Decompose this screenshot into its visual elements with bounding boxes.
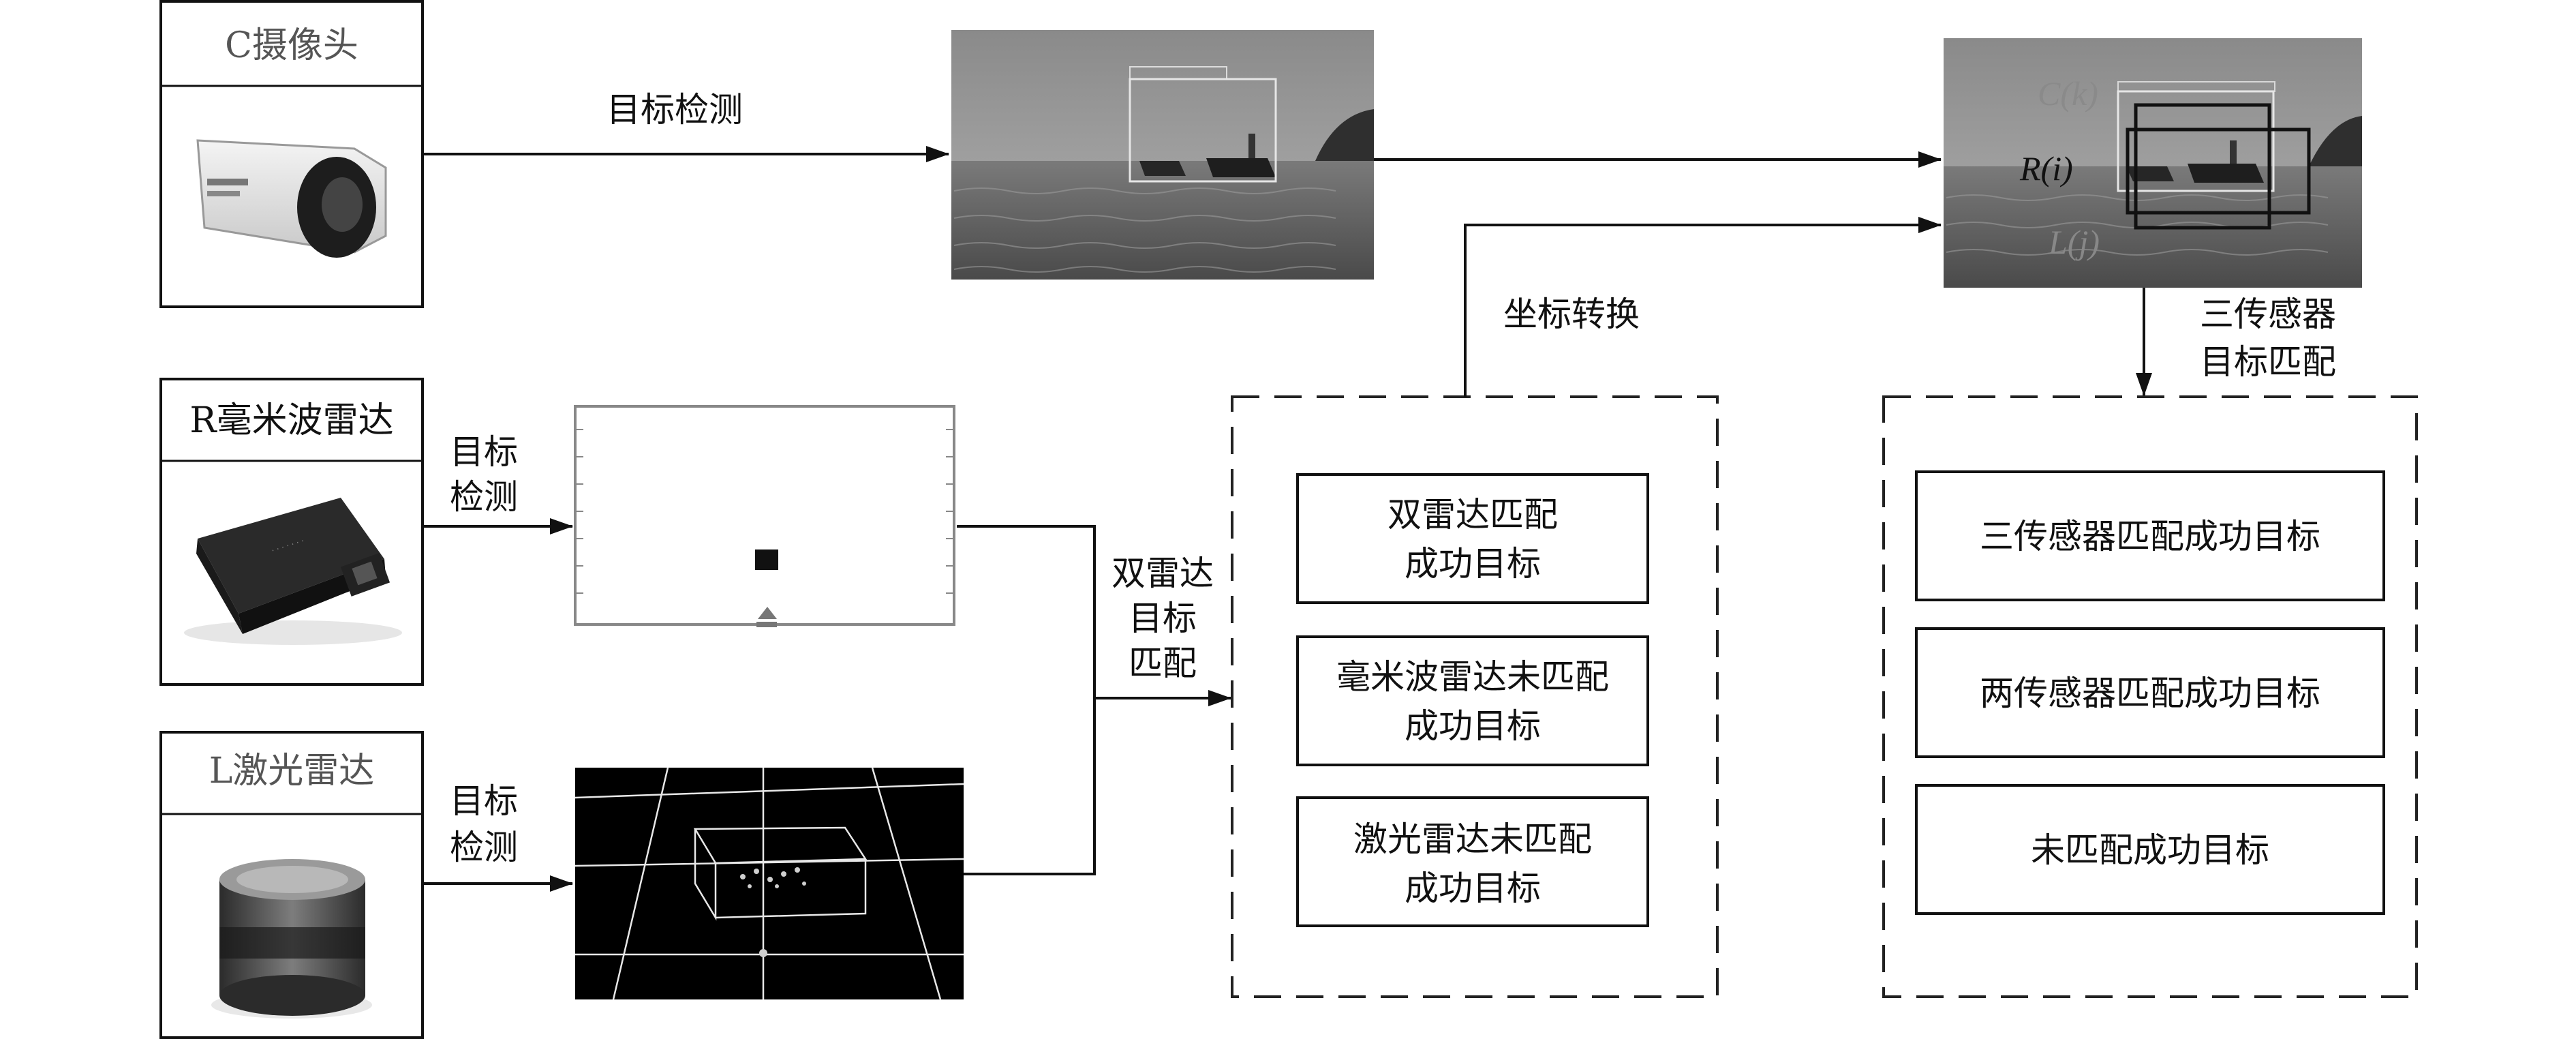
- tri-match-label-line2: 目标匹配: [2200, 342, 2336, 382]
- tri-sensor-result-group: 三传感器匹配成功目标 两传感器匹配成功目标 未匹配成功目标: [1882, 395, 2418, 998]
- radar-detect-label-line2: 检测: [450, 477, 518, 517]
- lidar-sensor-box: L激光雷达: [159, 731, 424, 1039]
- dual-match-label-line1: 双雷达: [1111, 554, 1214, 593]
- coord-transform-arrow: [1464, 217, 1942, 397]
- tri-match-label-line1: 三传感器: [2200, 295, 2336, 334]
- tri-sensor-matched-targets: 三传感器匹配成功目标: [1980, 517, 2320, 556]
- r-i-label: R(i): [2019, 149, 2073, 187]
- dual-radar-merge-lines: [957, 525, 1231, 875]
- fused-detection-image: C(k) R(i) L(j): [1944, 38, 2362, 288]
- sea-boat-detection-image: [951, 30, 1374, 280]
- two-sensor-matched-targets: 两传感器匹配成功目标: [1980, 674, 2320, 713]
- radar-target-plot: [574, 405, 955, 627]
- radar-detect-label-line1: 目标: [450, 432, 518, 472]
- lidar-point-cloud-image: [574, 767, 964, 1000]
- c-k-label: C(k): [2038, 74, 2098, 112]
- camera-sensor-label: C摄像头: [225, 25, 358, 66]
- dual-match-label-line3: 匹配: [1129, 644, 1197, 683]
- mmwave-radar-device-icon: · · · · · · ·: [184, 498, 402, 645]
- radar-sensor-label: R毫米波雷达: [189, 400, 393, 441]
- lidar-detect-label-line2: 检测: [450, 828, 518, 867]
- radar-unmatched-targets-line2: 成功目标: [1405, 706, 1541, 746]
- camera-detect-label: 目标检测: [607, 90, 743, 130]
- lidar-unmatched-targets-line2: 成功目标: [1405, 869, 1541, 908]
- dual-matched-targets-line1: 双雷达匹配: [1387, 495, 1558, 534]
- l-j-label: L(j): [2048, 223, 2100, 261]
- radar-sensor-box: R毫米波雷达 · · · · · · ·: [159, 378, 424, 686]
- camera-sensor-box: C摄像头: [159, 0, 424, 308]
- lidar-detect-label-line1: 目标: [450, 781, 518, 821]
- dual-match-label-line2: 目标: [1129, 599, 1197, 638]
- dual-radar-result-group: 双雷达匹配 成功目标 毫米波雷达未匹配 成功目标 激光雷达未匹配 成功目标: [1231, 395, 1719, 998]
- radar-unmatched-targets-line1: 毫米波雷达未匹配: [1336, 657, 1609, 697]
- lidar-unmatched-targets-line1: 激光雷达未匹配: [1353, 819, 1592, 859]
- lidar-device-icon: [211, 859, 372, 1019]
- lidar-sensor-label: L激光雷达: [209, 751, 375, 792]
- coord-transform-label: 坐标转换: [1503, 295, 1640, 334]
- surveillance-camera-icon: [196, 139, 387, 258]
- unmatched-targets: 未匹配成功目标: [2031, 830, 2269, 870]
- dual-matched-targets-line2: 成功目标: [1405, 544, 1541, 584]
